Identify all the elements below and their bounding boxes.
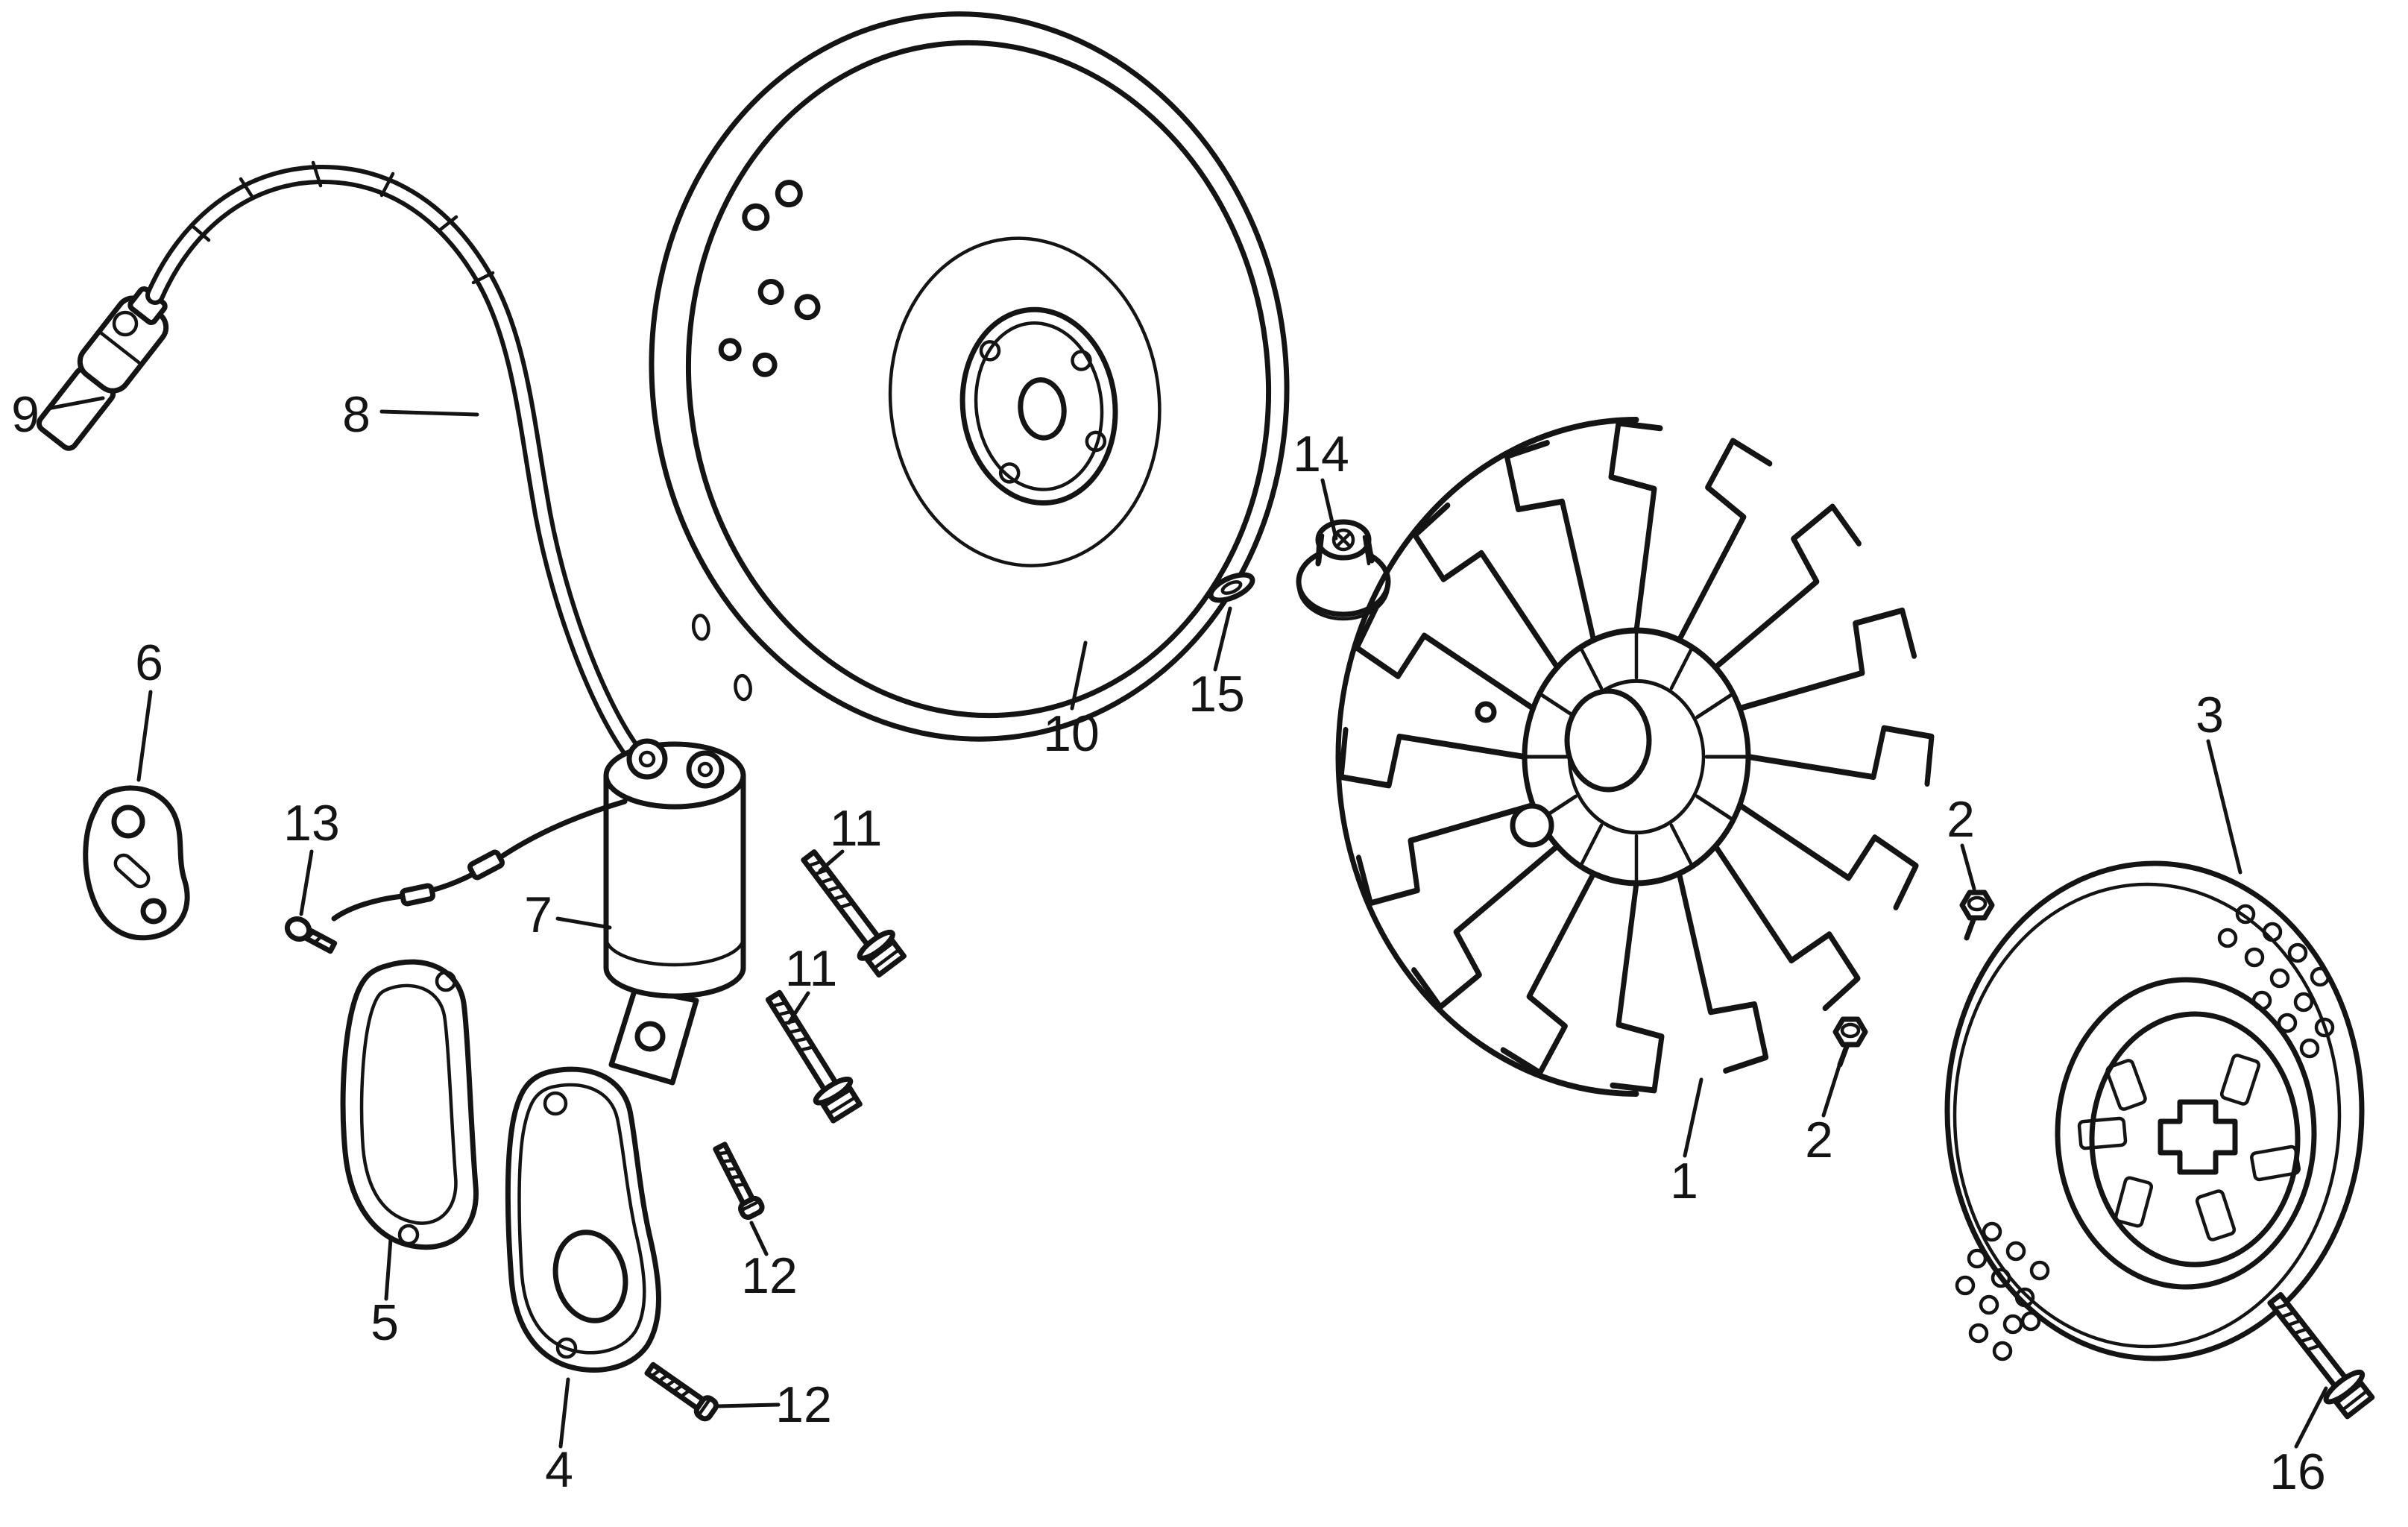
callout-3: 3	[2196, 687, 2224, 743]
callout-4: 4	[545, 1441, 573, 1498]
spark-plug-cable	[145, 160, 642, 761]
screw-12-lower	[644, 1361, 719, 1421]
starter-pulley	[1944, 860, 2365, 1361]
screw-12-upper	[711, 1142, 764, 1220]
cooling-fan	[1335, 417, 1932, 1097]
callout-9: 9	[11, 386, 40, 443]
callout-11b: 11	[785, 940, 838, 997]
cone-washer	[1208, 572, 1255, 603]
callout-15: 15	[1188, 666, 1245, 722]
callout-5: 5	[371, 1294, 399, 1351]
gasket	[340, 959, 479, 1250]
callout-16: 16	[2269, 1443, 2326, 1500]
spark-plug-cap	[36, 286, 169, 451]
flywheel	[649, 11, 1290, 742]
terminal-screw	[284, 916, 338, 954]
ignition-coil	[603, 738, 746, 1086]
callout-1: 1	[1670, 1153, 1698, 1209]
callout-7: 7	[524, 887, 552, 943]
pulley-perforations-bottom	[1955, 1221, 2050, 1361]
callout-10: 10	[1043, 705, 1100, 762]
leader-lines	[45, 396, 2328, 1449]
bolt-2-lower	[1832, 1016, 1868, 1068]
bolt-11-lower	[757, 986, 863, 1124]
callout-12b: 12	[775, 1376, 832, 1433]
primary-wire	[331, 799, 628, 922]
callout-14: 14	[1293, 426, 1349, 482]
contact-breaker	[83, 785, 190, 941]
bolt-2-upper	[1959, 890, 1995, 941]
callout-labels: 1 2 2 3 4 5 6 7 8 9 10 11 11 12 12 13 14…	[11, 386, 2326, 1500]
callout-12a: 12	[741, 1247, 798, 1304]
bolt-16	[2257, 1285, 2377, 1421]
callout-8: 8	[342, 386, 371, 443]
callout-2a: 2	[1947, 791, 1975, 848]
bolt-11-upper	[792, 844, 907, 977]
callout-13: 13	[283, 795, 340, 851]
callout-6: 6	[135, 635, 163, 691]
pulley-perforations-top	[2217, 904, 2335, 1059]
flange-nut	[1296, 519, 1391, 621]
point-cover	[505, 1066, 661, 1373]
callout-2b: 2	[1805, 1112, 1833, 1168]
callout-11a: 11	[830, 800, 883, 857]
